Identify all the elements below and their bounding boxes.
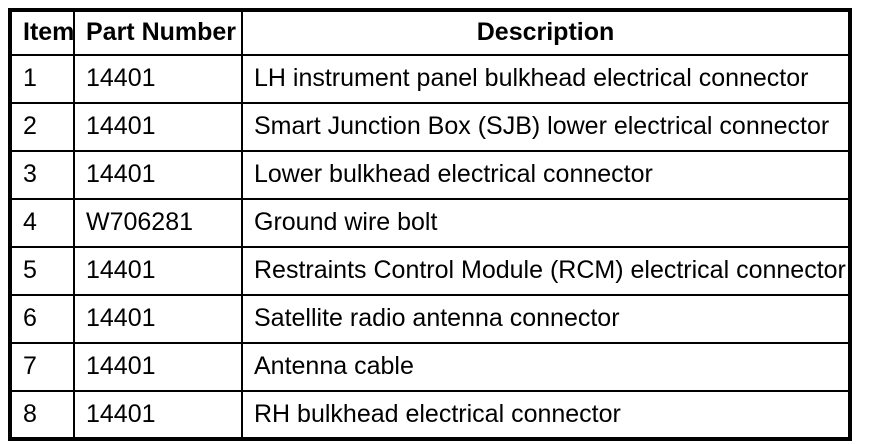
table-row: 4 W706281 Ground wire bolt: [9, 198, 851, 248]
header-item: Item: [9, 9, 75, 56]
description-cell: Ground wire bolt: [241, 198, 851, 248]
description-cell: Antenna cable: [241, 342, 851, 392]
part-number-cell: W706281: [73, 198, 243, 248]
item-cell: 4: [9, 198, 75, 248]
table-row: 6 14401 Satellite radio antenna connecto…: [9, 294, 851, 344]
item-cell: 2: [9, 102, 75, 152]
item-cell: 1: [9, 54, 75, 104]
table-row: 2 14401 Smart Junction Box (SJB) lower e…: [9, 102, 851, 152]
part-number-cell: 14401: [73, 102, 243, 152]
description-cell: RH bulkhead electrical connector: [241, 390, 851, 440]
item-cell: 6: [9, 294, 75, 344]
item-cell: 7: [9, 342, 75, 392]
header-description: Description: [241, 9, 851, 56]
part-number-cell: 14401: [73, 390, 243, 440]
description-cell: Restraints Control Module (RCM) electric…: [241, 246, 851, 296]
table-row: 5 14401 Restraints Control Module (RCM) …: [9, 246, 851, 296]
part-number-cell: 14401: [73, 54, 243, 104]
parts-table: Item Part Number Description 1 14401 LH …: [8, 8, 852, 441]
part-number-cell: 14401: [73, 246, 243, 296]
part-number-cell: 14401: [73, 342, 243, 392]
item-cell: 3: [9, 150, 75, 200]
table-row: 1 14401 LH instrument panel bulkhead ele…: [9, 54, 851, 104]
part-number-cell: 14401: [73, 294, 243, 344]
item-cell: 5: [9, 246, 75, 296]
description-cell: Satellite radio antenna connector: [241, 294, 851, 344]
table-row: 7 14401 Antenna cable: [9, 342, 851, 392]
table-header-row: Item Part Number Description: [9, 9, 851, 56]
description-cell: LH instrument panel bulkhead electrical …: [241, 54, 851, 104]
table-row: 3 14401 Lower bulkhead electrical connec…: [9, 150, 851, 200]
part-number-cell: 14401: [73, 150, 243, 200]
table-row: 8 14401 RH bulkhead electrical connector: [9, 390, 851, 440]
header-part-number: Part Number: [73, 9, 243, 56]
description-cell: Lower bulkhead electrical connector: [241, 150, 851, 200]
item-cell: 8: [9, 390, 75, 440]
description-cell: Smart Junction Box (SJB) lower electrica…: [241, 102, 851, 152]
